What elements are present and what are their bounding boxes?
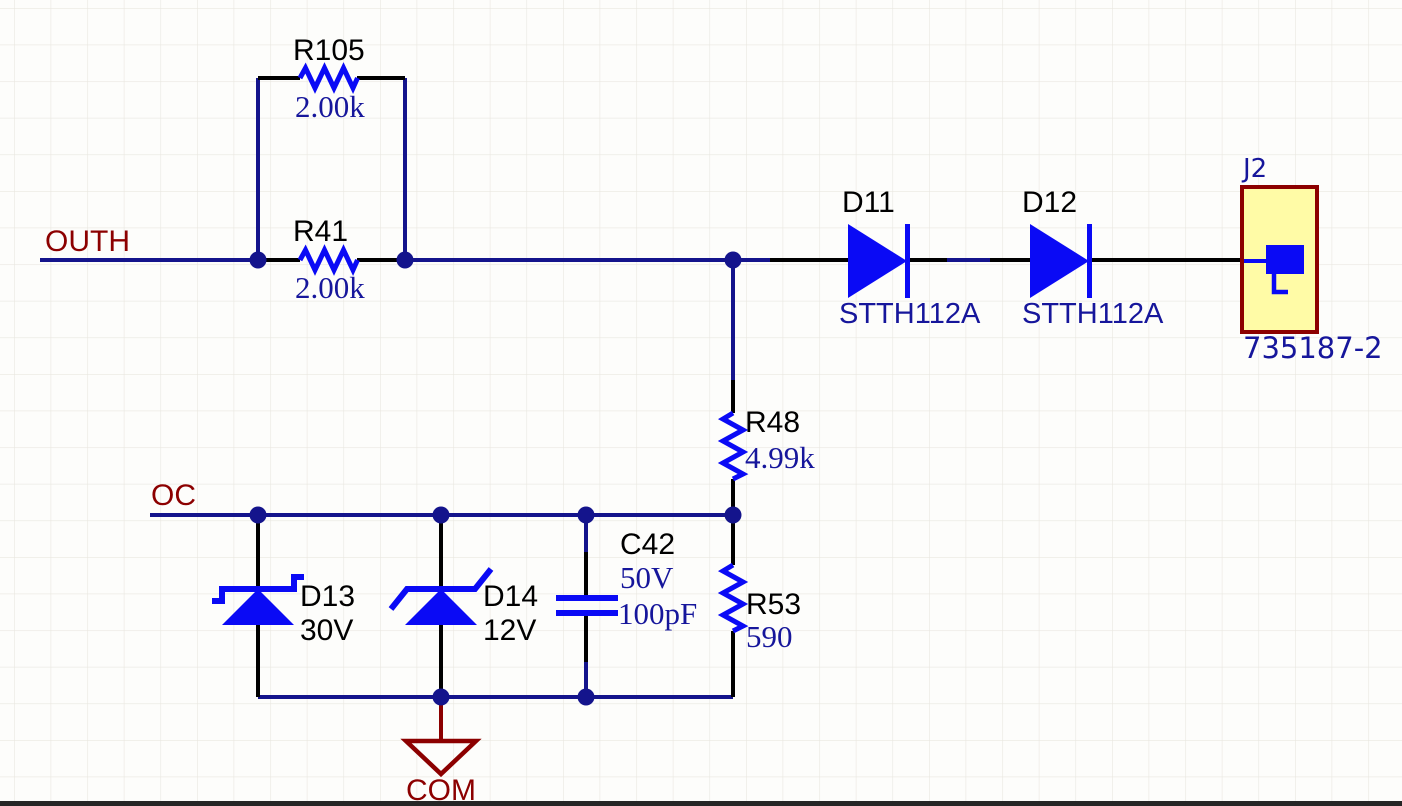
zener-d13[interactable]: D13 30V [212, 574, 355, 647]
junction-outh-left [249, 251, 267, 269]
c42-rating[interactable]: 50V [620, 560, 674, 595]
r53-designator[interactable]: R53 [746, 588, 801, 621]
d11-cathode-bar[interactable] [905, 224, 910, 298]
junction-rail-com [432, 688, 450, 706]
d13-cathode-bar[interactable] [212, 574, 304, 604]
junction-oc-r48-r53 [724, 506, 742, 524]
d11-triangle[interactable] [848, 224, 907, 298]
j2-pin-pad [1266, 245, 1304, 274]
d14-cathode-bar[interactable] [388, 567, 494, 611]
ground-com[interactable]: COM [400, 699, 482, 806]
com-triangle[interactable] [400, 738, 482, 778]
junction-main-branch [724, 251, 742, 269]
connector-j2[interactable]: J2 735187-2 [1240, 154, 1383, 365]
r48-value[interactable]: 4.99k [745, 440, 815, 475]
junction-oc-d13 [249, 506, 267, 524]
junction-dots [249, 251, 742, 706]
junction-outh-right [396, 251, 414, 269]
resistor-r41[interactable]: R41 2.00k [293, 215, 365, 305]
d13-triangle[interactable] [222, 589, 294, 625]
c42-designator[interactable]: C42 [620, 528, 675, 561]
j2-designator[interactable]: J2 [1241, 154, 1267, 184]
diode-d12[interactable]: D12 STTH112A [1022, 186, 1164, 330]
d11-designator[interactable]: D11 [842, 186, 895, 219]
r53-value[interactable]: 590 [746, 619, 793, 654]
d14-triangle[interactable] [405, 589, 477, 625]
outh-net-label[interactable]: OUTH [45, 225, 130, 258]
d14-designator[interactable]: D14 [483, 580, 538, 613]
d13-value[interactable]: 30V [300, 614, 353, 647]
r105-zigzag[interactable] [297, 62, 360, 94]
r105-designator[interactable]: R105 [293, 34, 365, 67]
d13-designator[interactable]: D13 [300, 580, 355, 613]
r41-designator[interactable]: R41 [293, 215, 348, 248]
r53-zigzag[interactable] [717, 562, 749, 634]
oc-net-label[interactable]: OC [151, 479, 196, 512]
resistor-r48[interactable]: R48 4.99k [717, 406, 815, 482]
d12-triangle[interactable] [1030, 224, 1089, 298]
capacitor-c42[interactable]: C42 50V 100pF [556, 528, 697, 631]
resistor-r105[interactable]: R105 2.00k [293, 34, 365, 124]
r105-value[interactable]: 2.00k [295, 89, 365, 124]
zener-d14[interactable]: D14 12V [388, 567, 538, 647]
junction-rail-c42 [577, 688, 595, 706]
c42-value[interactable]: 100pF [618, 596, 697, 631]
junction-oc-c42 [577, 506, 595, 524]
com-net-label[interactable]: COM [406, 774, 476, 806]
page-bottom-border [0, 801, 1402, 806]
r41-zigzag[interactable] [297, 244, 360, 276]
j2-pin-tail [1271, 274, 1288, 295]
d12-cathode-bar[interactable] [1087, 224, 1092, 298]
d11-part[interactable]: STTH112A [839, 298, 981, 330]
j2-part[interactable]: 735187-2 [1243, 331, 1383, 365]
d12-designator[interactable]: D12 [1022, 186, 1077, 219]
r48-designator[interactable]: R48 [745, 406, 800, 439]
junction-oc-d14 [432, 506, 450, 524]
d14-value[interactable]: 12V [483, 614, 536, 647]
r48-zigzag[interactable] [717, 410, 749, 482]
r41-value[interactable]: 2.00k [295, 270, 365, 305]
resistor-r53[interactable]: R53 590 [717, 562, 801, 654]
d12-part[interactable]: STTH112A [1022, 298, 1164, 330]
diode-d11[interactable]: D11 STTH112A [839, 186, 981, 330]
